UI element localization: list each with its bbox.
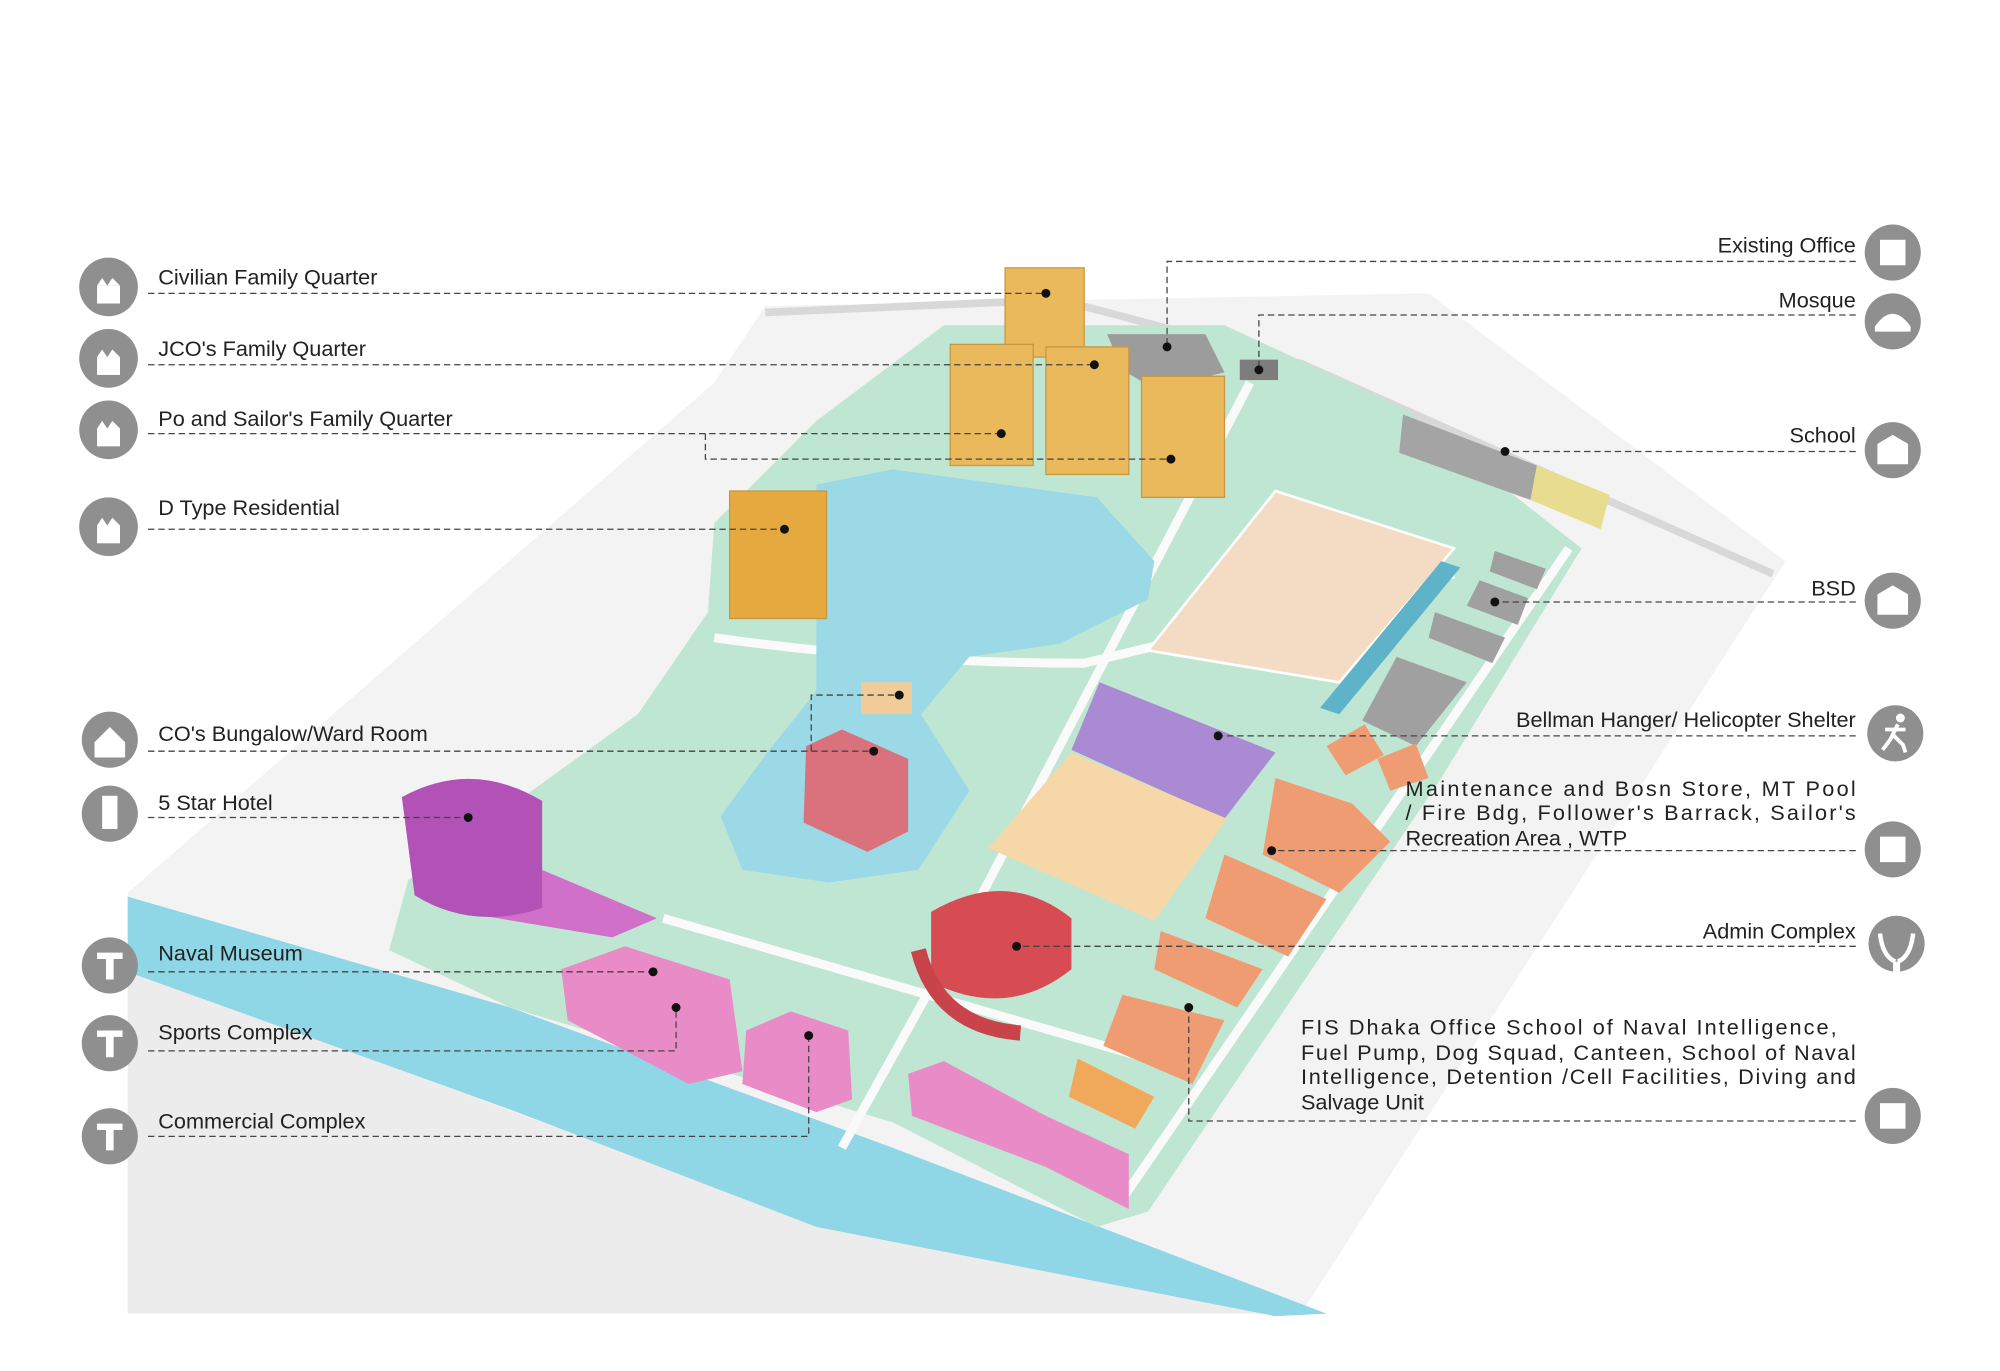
sports-fields bbox=[1145, 489, 1457, 684]
bungalow-building bbox=[860, 682, 913, 715]
label-admin-complex: Admin Complex bbox=[1703, 919, 1856, 944]
leader-dots bbox=[463, 288, 1510, 1041]
co-building bbox=[803, 729, 909, 852]
hotel-icon bbox=[81, 785, 138, 842]
label-po-sailor-family-quarter: Po and Sailor's Family Quarter bbox=[158, 406, 452, 431]
house-icon bbox=[81, 711, 138, 768]
label-d-type-residential: D Type Residential bbox=[158, 495, 340, 520]
svg-text:Recreation Area , WTP: Recreation Area , WTP bbox=[1406, 826, 1628, 851]
ground-lower bbox=[127, 969, 1276, 1314]
school-building bbox=[1399, 414, 1537, 500]
admin-arc bbox=[910, 948, 1022, 1041]
residential-towers bbox=[728, 267, 1226, 620]
commercial-buildings bbox=[561, 946, 1129, 1210]
label-fis-dhaka: FIS Dhaka Office School of Naval Intelli… bbox=[1301, 1014, 1856, 1114]
label-jco-family-quarter: JCO's Family Quarter bbox=[158, 336, 366, 361]
hangar-building bbox=[1071, 682, 1276, 819]
svg-text:/ Fire Bdg, Follower's Barrack: / Fire Bdg, Follower's Barrack, Sailor's bbox=[1406, 800, 1856, 825]
mosque-icon bbox=[1864, 293, 1921, 350]
svg-text:Maintenance and Bosn Store, M: Maintenance and Bosn Store, MT Pool bbox=[1406, 776, 1856, 801]
service-buildings bbox=[1068, 724, 1429, 1129]
label-sports-complex: Sports Complex bbox=[158, 1019, 312, 1044]
label-bellman-hanger: Bellman Hanger/ Helicopter Shelter bbox=[1516, 707, 1856, 732]
svg-text:FIS Dhaka Office School of Nav: FIS Dhaka Office School of Naval Intelli… bbox=[1301, 1014, 1837, 1039]
label-maintenance: Maintenance and Bosn Store, MT Pool / Fi… bbox=[1406, 776, 1856, 851]
svg-text:Fuel Pump, Dog Squad, Cantee: Fuel Pump, Dog Squad, Canteen, School of… bbox=[1301, 1040, 1856, 1065]
t-icon bbox=[81, 937, 138, 994]
hands-icon bbox=[1868, 915, 1925, 972]
residential-building-icon bbox=[79, 400, 138, 460]
hotel-tower bbox=[401, 778, 543, 918]
beige-parcel bbox=[988, 752, 1228, 921]
t-icon bbox=[81, 1015, 138, 1072]
existing-office bbox=[1107, 334, 1225, 389]
label-school: School bbox=[1789, 423, 1855, 448]
school-icon bbox=[1864, 422, 1921, 479]
school-annex bbox=[1530, 465, 1610, 530]
office-building-icon bbox=[1864, 224, 1921, 281]
office-building-icon bbox=[1864, 1087, 1921, 1144]
residential-building-icon bbox=[79, 497, 138, 557]
residential-building-icon bbox=[79, 257, 138, 317]
label-5-star-hotel: 5 Star Hotel bbox=[158, 790, 272, 815]
svg-text:Salvage Unit: Salvage Unit bbox=[1301, 1090, 1424, 1115]
svg-text:Intelligence, Detention /Cell: Intelligence, Detention /Cell Facilities… bbox=[1301, 1064, 1856, 1089]
sports-figure-icon bbox=[1867, 705, 1924, 762]
label-existing-office: Existing Office bbox=[1718, 233, 1856, 258]
field-strip bbox=[1320, 561, 1461, 715]
label-bsd: BSD bbox=[1811, 576, 1856, 601]
label-mosque: Mosque bbox=[1779, 287, 1856, 312]
t-icon bbox=[81, 1108, 138, 1165]
label-commercial-complex: Commercial Complex bbox=[158, 1109, 365, 1134]
label-co-bungalow: CO's Bungalow/Ward Room bbox=[158, 721, 428, 746]
label-civilian-family-quarter: Civilian Family Quarter bbox=[158, 264, 377, 289]
admin-complex bbox=[931, 891, 1072, 999]
residential-building-icon bbox=[79, 329, 138, 388]
school-icon bbox=[1864, 572, 1921, 629]
office-building-icon bbox=[1864, 821, 1921, 878]
label-naval-museum: Naval Museum bbox=[158, 940, 303, 965]
river bbox=[127, 896, 1327, 1317]
